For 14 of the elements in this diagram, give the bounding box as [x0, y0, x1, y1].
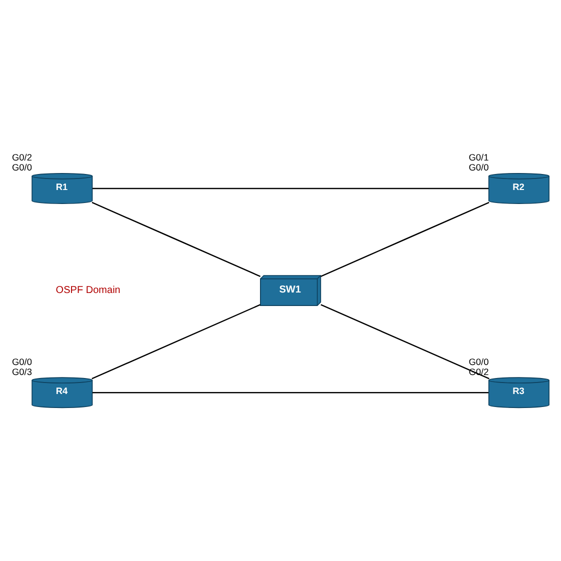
node-label: G0/1: [468, 152, 489, 163]
label: OSPF Domain: [56, 285, 120, 296]
connector: [92, 188, 489, 190]
node-label: G0/0: [468, 356, 489, 367]
connector: [320, 202, 490, 277]
connector: [320, 304, 490, 380]
connector: [92, 202, 261, 277]
node-label: G0/0: [468, 162, 489, 173]
node-label: G0/3: [12, 366, 32, 377]
connector: [92, 304, 260, 380]
node-label: G0/0: [12, 162, 32, 173]
node-label: G0/2: [12, 152, 32, 163]
connector: [92, 392, 489, 394]
node-label: G0/0: [12, 356, 32, 367]
